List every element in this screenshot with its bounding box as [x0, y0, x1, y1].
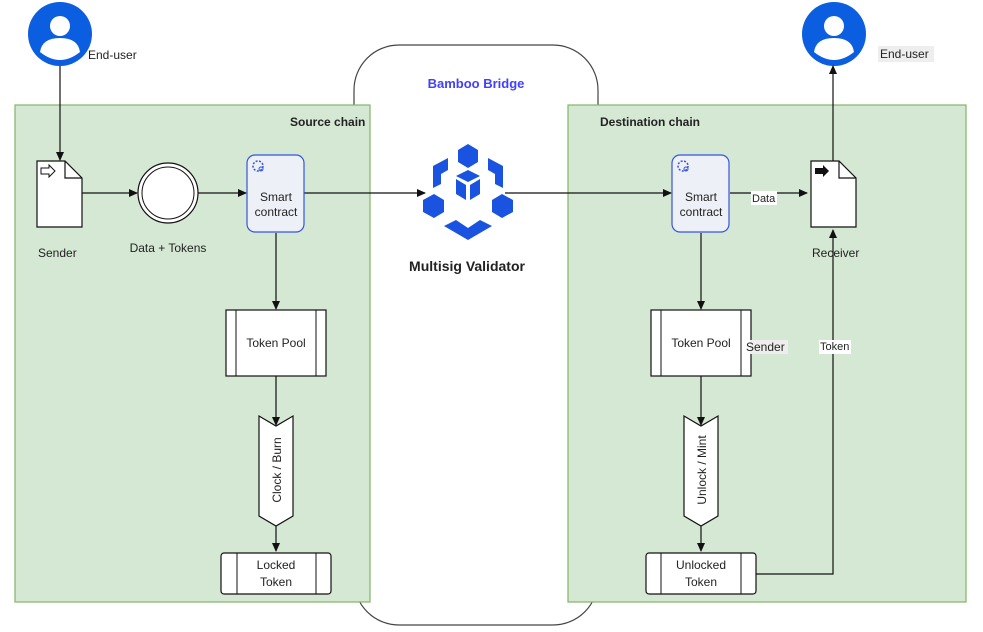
sender-document-icon — [36, 160, 83, 228]
data-edge-label: Data — [752, 193, 776, 205]
source-action-step: Clock / Burn — [258, 414, 294, 527]
data-tokens-event — [137, 162, 199, 224]
unlocked-token-label-2: Token — [685, 575, 717, 589]
gear-icon — [252, 160, 264, 172]
destination-end-user-label: End-user — [880, 47, 929, 61]
source-contract-label-1: Smart — [260, 190, 293, 204]
receiver-document-icon — [810, 160, 857, 228]
unlocked-token: Unlocked Token — [645, 552, 757, 595]
destination-smart-contract: Smart contract — [671, 154, 730, 233]
dest-contract-label-1: Smart — [685, 190, 718, 204]
data-tokens-label: Data + Tokens — [130, 241, 207, 255]
gear-icon — [677, 160, 689, 172]
source-action-label: Clock / Burn — [270, 437, 284, 502]
locked-token-label-2: Token — [260, 575, 292, 589]
source-end-user-icon — [28, 2, 92, 66]
receiver-label: Receiver — [812, 246, 859, 260]
token-edge-label: Token — [820, 341, 849, 353]
token-edge-label-bg — [819, 340, 851, 354]
pool-side-label: Sender — [746, 340, 785, 354]
source-smart-contract: Smart contract — [246, 154, 305, 233]
destination-token-pool: Token Pool — [650, 309, 752, 377]
locked-token-label-1: Locked — [257, 558, 296, 572]
destination-action-step: Unlock / Mint — [683, 414, 719, 527]
data-edge-label-bg — [751, 191, 777, 205]
source-token-pool: Token Pool — [225, 309, 327, 377]
dest-contract-label-2: contract — [680, 205, 723, 219]
validator-label: Multisig Validator — [409, 258, 525, 274]
unlocked-token-label-1: Unlocked — [676, 558, 726, 572]
pool-side-label-bg — [750, 340, 788, 354]
source-chain-title: Source chain — [290, 115, 365, 129]
sender-label: Sender — [38, 246, 77, 260]
destination-end-user-icon — [802, 2, 866, 66]
destination-chain-title: Destination chain — [600, 115, 700, 129]
validator-logo-icon — [423, 144, 513, 240]
bridge-title: Bamboo Bridge — [428, 76, 525, 91]
source-end-user-label: End-user — [88, 48, 137, 62]
locked-token: Locked Token — [220, 552, 332, 595]
dest-pool-label: Token Pool — [671, 336, 730, 350]
bridge-container — [353, 44, 599, 626]
source-pool-label: Token Pool — [246, 336, 305, 350]
dest-action-label: Unlock / Mint — [695, 435, 709, 505]
destination-end-user-label-bg — [878, 46, 934, 62]
source-contract-label-2: contract — [255, 205, 298, 219]
